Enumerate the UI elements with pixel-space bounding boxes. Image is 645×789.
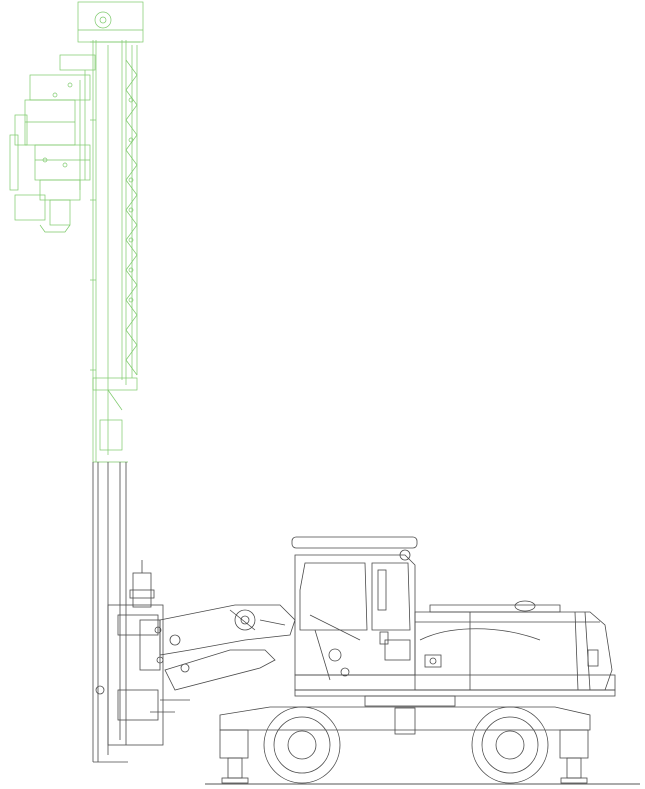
operator-cab xyxy=(291,536,418,681)
drill-mast-upper-section xyxy=(77,1,144,463)
drill-mast-lower-section xyxy=(92,462,164,763)
boom-arm xyxy=(150,604,296,713)
engine-housing xyxy=(414,600,613,691)
wheeled-undercarriage xyxy=(219,706,591,784)
outrigger-front xyxy=(219,729,249,784)
front-wheel xyxy=(263,706,341,784)
superstructure-frame xyxy=(294,674,616,707)
rear-wheel xyxy=(471,706,549,784)
rotary-drive-head xyxy=(9,54,96,233)
outrigger-rear xyxy=(559,729,589,784)
